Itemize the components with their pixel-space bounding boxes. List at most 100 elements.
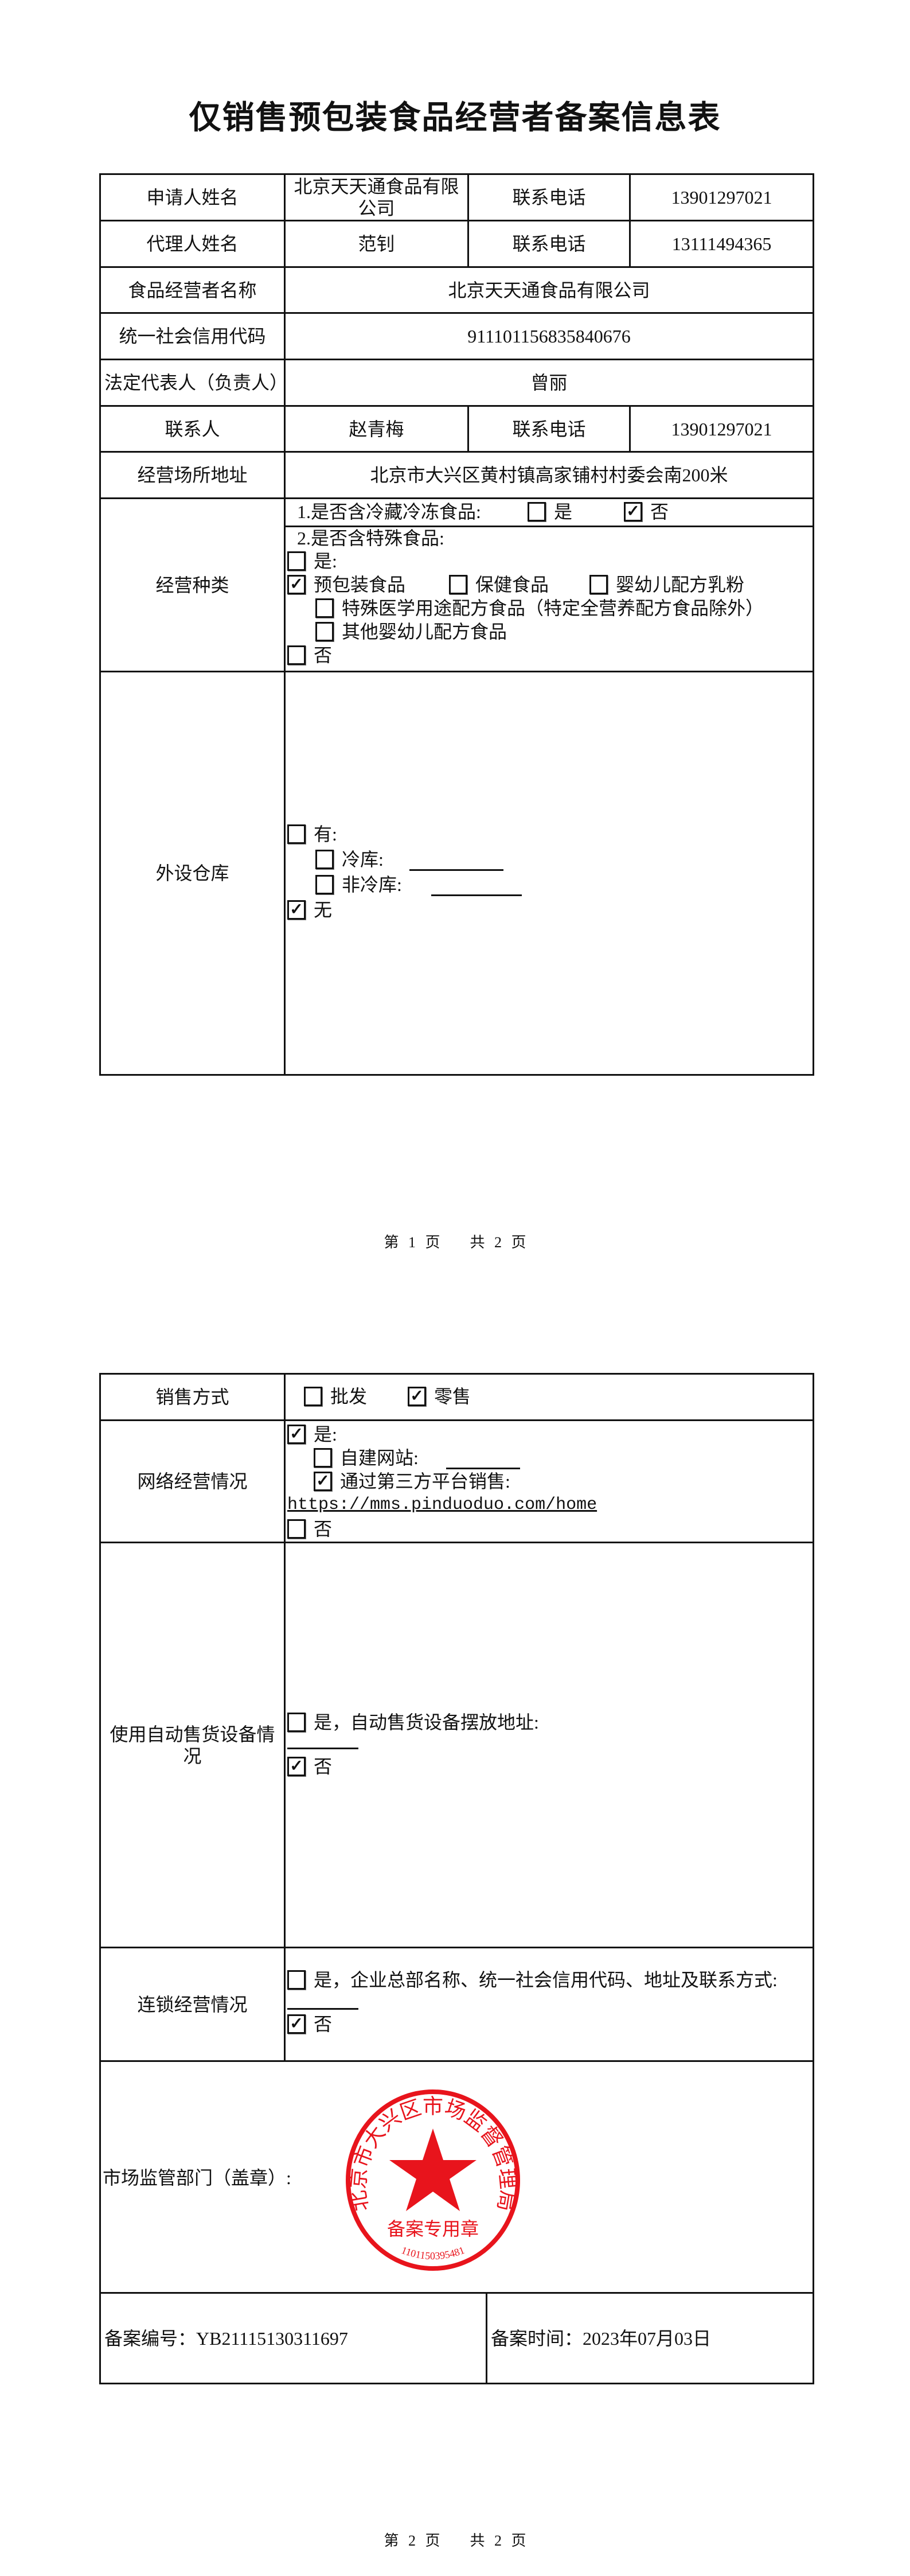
q2-text: 2.是否含特殊食品: bbox=[297, 528, 444, 548]
checkbox[interactable] bbox=[287, 1970, 306, 1990]
label-phone: 联系电话 bbox=[467, 173, 631, 221]
checkbox[interactable] bbox=[287, 645, 306, 665]
warehouse-yes-label: 有: bbox=[314, 824, 337, 845]
checkbox[interactable] bbox=[287, 1713, 306, 1732]
stamp-star-icon bbox=[389, 2128, 477, 2211]
checkbox[interactable] bbox=[589, 575, 608, 594]
q2-yes-option[interactable]: 是: bbox=[287, 551, 337, 571]
checkbox[interactable] bbox=[287, 551, 306, 571]
label-chain: 连锁经营情况 bbox=[99, 1947, 286, 2062]
checkbox[interactable] bbox=[315, 598, 334, 618]
value-legal-rep: 曾丽 bbox=[284, 359, 814, 407]
item-health-food[interactable]: 保健食品 bbox=[449, 574, 549, 595]
label-legal-rep: 法定代表人（负责人） bbox=[99, 359, 288, 407]
cold-blank-field[interactable] bbox=[409, 869, 503, 871]
record-number-cell: 备案编号：YB21115130311697 bbox=[99, 2292, 487, 2384]
chain-no-option[interactable]: ✓否 bbox=[287, 2014, 332, 2034]
checkbox[interactable] bbox=[287, 1519, 306, 1539]
vending-yes-label: 是，自动售货设备摆放地址: bbox=[314, 1712, 539, 1733]
warehouse-cold-label: 冷库: bbox=[342, 849, 384, 870]
label-agent: 代理人姓名 bbox=[99, 220, 286, 268]
warehouse-noncold-option[interactable]: 非冷库: bbox=[315, 874, 402, 895]
item-label: 保健食品 bbox=[475, 574, 549, 595]
warehouse-yes-option[interactable]: 有: bbox=[287, 824, 337, 845]
wholesale-label: 批发 bbox=[330, 1386, 368, 1407]
vending-address-blank-field[interactable] bbox=[287, 1748, 358, 1749]
item-medical-food[interactable]: 特殊医学用途配方食品（特定全营养配方食品除外） bbox=[315, 598, 764, 618]
own-site-label: 自建网站: bbox=[340, 1447, 419, 1468]
value-credit-code: 911101156835840676 bbox=[284, 312, 814, 360]
online-no-option[interactable]: 否 bbox=[287, 1519, 332, 1539]
label-vending: 使用自动售货设备情况 bbox=[99, 1542, 286, 1948]
record-time: 备案时间：2023年07月03日 bbox=[491, 2328, 712, 2349]
record-number: 备案编号：YB21115130311697 bbox=[104, 2328, 348, 2349]
checkbox-checked[interactable]: ✓ bbox=[314, 1472, 332, 1491]
item-label: 预包装食品 bbox=[314, 574, 406, 595]
online-no-label: 否 bbox=[314, 1519, 333, 1539]
label-warehouse: 外设仓库 bbox=[99, 671, 286, 1076]
item-label: 其他婴幼儿配方食品 bbox=[342, 621, 507, 642]
item-prepackaged[interactable]: ✓ 预包装食品 bbox=[287, 574, 405, 595]
warehouse-none-label: 无 bbox=[314, 900, 333, 920]
vending-yes-option[interactable]: 是，自动售货设备摆放地址: bbox=[287, 1712, 539, 1733]
checkbox-checked[interactable]: ✓ bbox=[408, 1387, 426, 1406]
chain-cell bbox=[284, 1947, 814, 2062]
item-infant-formula[interactable]: 婴幼儿配方乳粉 bbox=[589, 574, 744, 595]
warehouse-none-option[interactable]: ✓无 bbox=[287, 900, 332, 920]
online-own-site-option[interactable]: 自建网站: bbox=[314, 1447, 419, 1468]
checkbox[interactable] bbox=[315, 622, 334, 641]
label-phone: 联系电话 bbox=[467, 220, 631, 268]
record-time-cell: 备案时间：2023年07月03日 bbox=[486, 2292, 814, 2384]
checkbox[interactable] bbox=[528, 502, 546, 522]
chain-info-blank-field[interactable] bbox=[287, 2008, 358, 2010]
checkbox-checked[interactable]: ✓ bbox=[287, 1757, 306, 1776]
checkbox-checked[interactable]: ✓ bbox=[624, 502, 642, 522]
checkbox-checked[interactable]: ✓ bbox=[287, 575, 306, 594]
label-sales-mode: 销售方式 bbox=[99, 1373, 286, 1421]
chain-no-label: 否 bbox=[314, 2014, 333, 2034]
q2-no-label: 否 bbox=[314, 645, 333, 666]
chain-yes-option[interactable]: 是，企业总部名称、统一社会信用代码、地址及联系方式: bbox=[287, 1970, 778, 1990]
sales-wholesale-option[interactable]: 批发 bbox=[304, 1386, 367, 1407]
vending-cell bbox=[284, 1542, 814, 1948]
authority-label: 市场监管部门（盖章）: bbox=[103, 2168, 291, 2188]
q1-no-option[interactable]: ✓否 bbox=[624, 501, 669, 522]
q2-no-option[interactable]: 否 bbox=[287, 645, 332, 666]
value-agent: 范钊 bbox=[284, 220, 469, 268]
checkbox[interactable] bbox=[314, 1448, 332, 1468]
label-phone: 联系电话 bbox=[467, 405, 631, 453]
q1-no-label: 否 bbox=[650, 501, 669, 522]
own-site-blank-field[interactable] bbox=[446, 1468, 520, 1469]
warehouse-noncold-label: 非冷库: bbox=[342, 874, 402, 895]
online-third-party-option[interactable]: ✓通过第三方平台销售: bbox=[314, 1471, 510, 1492]
checkbox[interactable] bbox=[315, 875, 334, 894]
stamp-number: 1101150395481 bbox=[400, 2244, 466, 2262]
sales-retail-option[interactable]: ✓ 零售 bbox=[408, 1386, 471, 1407]
q2-yes-label: 是: bbox=[314, 551, 337, 571]
retail-label: 零售 bbox=[434, 1386, 471, 1407]
stamp-center-text: 备案专用章 bbox=[387, 2219, 479, 2239]
online-yes-option[interactable]: ✓是: bbox=[287, 1424, 337, 1445]
q1-yes-label: 是 bbox=[554, 501, 573, 522]
noncold-blank-field[interactable] bbox=[431, 894, 522, 896]
checkbox[interactable] bbox=[449, 575, 467, 594]
checkbox[interactable] bbox=[287, 824, 306, 844]
checkbox-checked[interactable]: ✓ bbox=[287, 900, 306, 920]
checkbox[interactable] bbox=[304, 1387, 322, 1406]
checkbox-checked[interactable]: ✓ bbox=[287, 2014, 306, 2034]
label-contact: 联系人 bbox=[99, 405, 286, 453]
warehouse-cold-option[interactable]: 冷库: bbox=[315, 849, 384, 870]
checkbox-checked[interactable]: ✓ bbox=[287, 1425, 306, 1444]
q1-yes-option[interactable]: 是 bbox=[528, 501, 572, 522]
official-stamp: 北京市大兴区市场监督管理局 备案专用章 1101150395481 bbox=[346, 2089, 520, 2271]
checkbox[interactable] bbox=[315, 850, 334, 869]
item-other-infant[interactable]: 其他婴幼儿配方食品 bbox=[315, 621, 507, 642]
page-footer-1: 第 1 页 共 2 页 bbox=[384, 1234, 526, 1251]
value-phone: 13901297021 bbox=[629, 173, 814, 221]
warehouse-cell bbox=[284, 671, 814, 1076]
value-applicant: 北京天天通食品有限公司 bbox=[284, 173, 469, 221]
vending-no-option[interactable]: ✓否 bbox=[287, 1756, 332, 1777]
vending-no-label: 否 bbox=[314, 1756, 333, 1777]
item-label: 特殊医学用途配方食品（特定全营养配方食品除外） bbox=[342, 598, 764, 618]
platform-url-link[interactable]: https://mms.pinduoduo.com/home bbox=[287, 1495, 597, 1515]
